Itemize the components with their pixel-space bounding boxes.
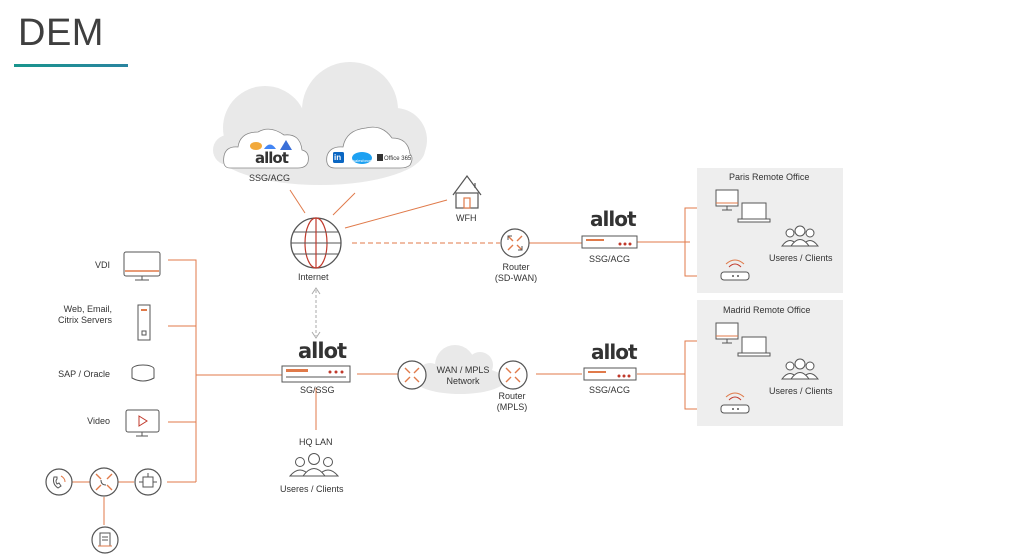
vdi-monitor-icon — [123, 251, 161, 281]
madrid-laptop-icon — [737, 336, 771, 357]
paris-laptop-icon — [737, 202, 771, 223]
sdwan-gateway-label: SSG/ACG — [589, 254, 631, 264]
madrid-users-icon — [781, 358, 819, 380]
hq-users-icon — [288, 453, 340, 477]
hq-allot-logo: allot — [298, 339, 347, 363]
arrow-up-icon — [311, 287, 321, 295]
video-monitor-icon — [125, 409, 160, 437]
wan-label-line2: Network — [446, 376, 480, 386]
sap-oracle-label: SAP / Oracle — [58, 369, 110, 379]
mpls-gateway-appliance — [583, 367, 637, 381]
paris-office-panel — [697, 168, 843, 293]
web-servers-label-line1: Web, Email, — [63, 304, 112, 314]
wan-label-line1: WAN / MPLS — [436, 365, 490, 375]
hq-lan-title: HQ LAN — [299, 437, 333, 447]
hq-gateway-appliance — [281, 365, 351, 383]
paris-users-label: Useres / Clients — [769, 253, 833, 263]
internet-globe-icon — [290, 217, 342, 269]
sdwan-router-label: Router (SD-WAN) — [494, 262, 538, 284]
paris-users-icon — [781, 225, 819, 247]
sdwan-gateway-appliance — [581, 235, 638, 249]
mpls-router-icon — [498, 360, 528, 390]
wan-label: WAN / MPLS Network — [433, 365, 493, 387]
mpls-router-label-line2: (MPLS) — [496, 402, 528, 412]
video-label: Video — [87, 416, 110, 426]
web-servers-label-line2: Citrix Servers — [57, 315, 112, 325]
voip-gateway-icon — [89, 467, 119, 497]
madrid-office-panel — [697, 300, 843, 426]
cloud-ssg-label: SSG/ACG — [249, 173, 291, 183]
mpls-router-label: Router (MPLS) — [492, 391, 532, 413]
web-servers-label: Web, Email, Citrix Servers — [40, 304, 112, 326]
mpls-gateway-label: SSG/ACG — [589, 385, 631, 395]
paris-desktop-icon — [715, 189, 739, 211]
database-icon — [131, 364, 155, 382]
madrid-desktop-icon — [715, 322, 739, 344]
madrid-office-title: Madrid Remote Office — [723, 305, 811, 315]
cloud-allot-logo: allot — [255, 149, 289, 167]
salesforce-logo: salesforce — [353, 158, 372, 163]
vdi-label: VDI — [94, 260, 110, 270]
voip-phone-icon — [45, 468, 73, 496]
hq-gateway-label: SG/SSG — [300, 385, 335, 395]
sdwan-allot-logo: allot — [590, 207, 637, 231]
arrow-down-icon — [311, 331, 321, 339]
madrid-wifi-router-icon — [720, 392, 750, 414]
collaboration-icon — [134, 468, 162, 496]
sdwan-router-label-line2: (SD-WAN) — [494, 273, 538, 283]
linkedin-logo: in — [334, 153, 342, 162]
mpls-router-label-line1: Router — [498, 391, 526, 401]
sdwan-router-label-line1: Router — [502, 262, 530, 272]
server-tower-icon — [137, 304, 151, 341]
madrid-users-label: Useres / Clients — [769, 386, 833, 396]
paris-wifi-router-icon — [720, 259, 750, 281]
office365-logo: Office 365 — [384, 156, 412, 162]
sdwan-router-icon — [500, 228, 530, 258]
document-icon — [91, 526, 119, 554]
paris-office-title: Paris Remote Office — [729, 172, 810, 182]
connection-lines — [72, 189, 697, 525]
inner-cloud-right — [326, 126, 413, 169]
mpls-allot-logo: allot — [591, 340, 638, 364]
hq-users-label: Useres / Clients — [280, 484, 344, 494]
wan-router-icon — [397, 360, 427, 390]
house-icon — [452, 174, 482, 209]
page-title: DEM — [18, 12, 104, 54]
wfh-label: WFH — [456, 213, 477, 223]
cloud-app-icons — [333, 152, 383, 164]
internet-label: Internet — [298, 272, 329, 282]
cloud-service-icons — [250, 140, 292, 150]
title-underline — [14, 64, 128, 67]
